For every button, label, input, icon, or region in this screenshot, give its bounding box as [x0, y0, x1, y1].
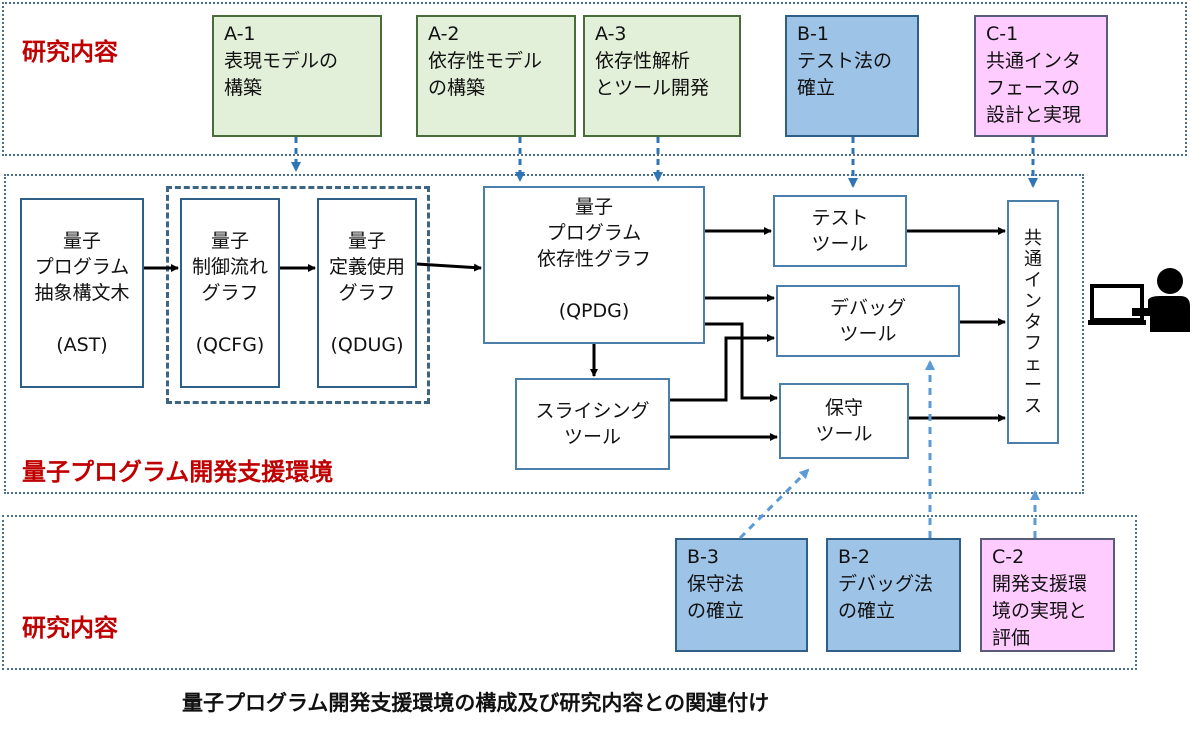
slicing-tool-box: スライシング ツール — [515, 378, 670, 470]
common-interface-text: 共 通 イ ン タ フ ェ ー ス — [1024, 227, 1042, 417]
test-tool-text: テスト ツール — [811, 207, 869, 255]
arrow-slicing-debug — [670, 334, 775, 402]
research-item-a2: A-2 依存性モデル の構築 — [416, 15, 576, 137]
research-item-b3: B-3 保守法 の確立 — [675, 538, 808, 652]
qcfg-box: 量子 制御流れ グラフ (QCFG) — [180, 198, 280, 388]
slicing-tool-text: スライシング ツール — [535, 400, 650, 448]
maint-tool-text: 保守 ツール — [815, 397, 873, 445]
research-item-a1: A-1 表現モデルの 構築 — [212, 15, 382, 137]
figure-caption: 量子プログラム開発支援環境の構成及び研究内容との関連付け — [182, 691, 770, 715]
maint-tool-box: 保守 ツール — [779, 383, 909, 459]
debug-tool-box: デバッグ ツール — [776, 285, 960, 357]
arrow-qpdg-maint — [705, 322, 778, 402]
research-top-region — [2, 2, 1187, 156]
qcfg-text: 量子 制御流れ グラフ (QCFG) — [191, 230, 268, 356]
research-item-b2: B-2 デバッグ法 の確立 — [826, 538, 961, 652]
arrow-b3-maint — [738, 468, 810, 540]
arrow-qdug-qpdg — [416, 262, 482, 272]
qcfg-qdug-group — [166, 186, 430, 404]
research-item-b1: B-1 テスト法の 確立 — [785, 15, 919, 137]
research-item-c2: C-2 開発支援環 境の実現と 評価 — [980, 538, 1115, 652]
qdug-box: 量子 定義使用 グラフ (QDUG) — [317, 198, 417, 388]
debug-tool-text: デバッグ ツール — [829, 297, 906, 345]
ast-box: 量子 プログラム 抽象構文木 (AST) — [20, 198, 144, 388]
research-bottom-label: 研究内容 — [22, 614, 118, 642]
ast-text: 量子 プログラム 抽象構文木 (AST) — [34, 230, 130, 356]
common-interface-box: 共 通 イ ン タ フ ェ ー ス — [1007, 200, 1059, 444]
test-tool-box: テスト ツール — [773, 195, 907, 267]
qpdg-box: 量子 プログラム 依存性グラフ (QPDG) — [483, 186, 705, 344]
user-at-computer-icon — [1088, 268, 1190, 332]
environment-label: 量子プログラム開発支援環境 — [22, 458, 334, 486]
qdug-text: 量子 定義使用 グラフ (QDUG) — [328, 230, 405, 356]
research-top-label: 研究内容 — [22, 38, 118, 66]
environment-region — [4, 174, 1084, 494]
qpdg-text: 量子 プログラム 依存性グラフ (QPDG) — [536, 196, 651, 322]
research-item-c1: C-1 共通インタ フェースの 設計と実現 — [974, 15, 1108, 137]
research-bottom-region — [2, 515, 1137, 670]
research-item-a3: A-3 依存性解析 とツール開発 — [583, 15, 741, 137]
